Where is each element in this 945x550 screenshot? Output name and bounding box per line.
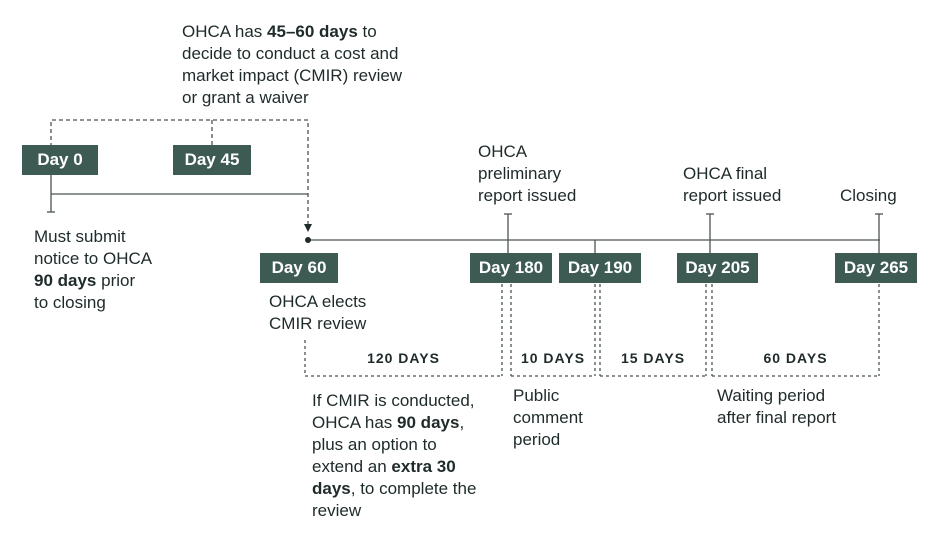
day-180-box: Day 180 bbox=[470, 253, 552, 283]
review-window-bracket bbox=[50, 119, 309, 225]
day-205-box: Day 205 bbox=[677, 253, 758, 283]
public-comment-text: Public comment period bbox=[513, 386, 583, 449]
day-190-box: Day 190 bbox=[559, 253, 641, 283]
duration-60: 60 DAYS bbox=[763, 350, 828, 366]
day-265-box: Day 265 bbox=[835, 253, 917, 283]
elect-text: OHCA elects CMIR review bbox=[269, 292, 367, 333]
day-45-box: Day 45 bbox=[173, 145, 251, 175]
top-note: OHCA has 45–60 days to decide to conduct… bbox=[182, 22, 403, 107]
duration-15: 15 DAYS bbox=[620, 350, 686, 366]
day-60-box: Day 60 bbox=[260, 253, 338, 283]
cmir-note: If CMIR is conducted, OHCA has 90 days, … bbox=[312, 391, 477, 520]
duration-10: 10 DAYS bbox=[520, 350, 586, 366]
duration-120: 120 DAYS bbox=[367, 350, 440, 366]
timeline-start-dot bbox=[305, 237, 311, 243]
closing-text: Closing bbox=[840, 186, 897, 205]
final-text: OHCA final report issued bbox=[683, 164, 782, 205]
day-0-box: Day 0 bbox=[22, 145, 98, 175]
prelim-text: OHCA preliminary report issued bbox=[478, 142, 577, 205]
notice-text: Must submit notice to OHCA 90 days prior… bbox=[34, 227, 153, 312]
waiting-period-text: Waiting period after final report bbox=[717, 386, 837, 427]
arrow-head bbox=[304, 224, 312, 232]
